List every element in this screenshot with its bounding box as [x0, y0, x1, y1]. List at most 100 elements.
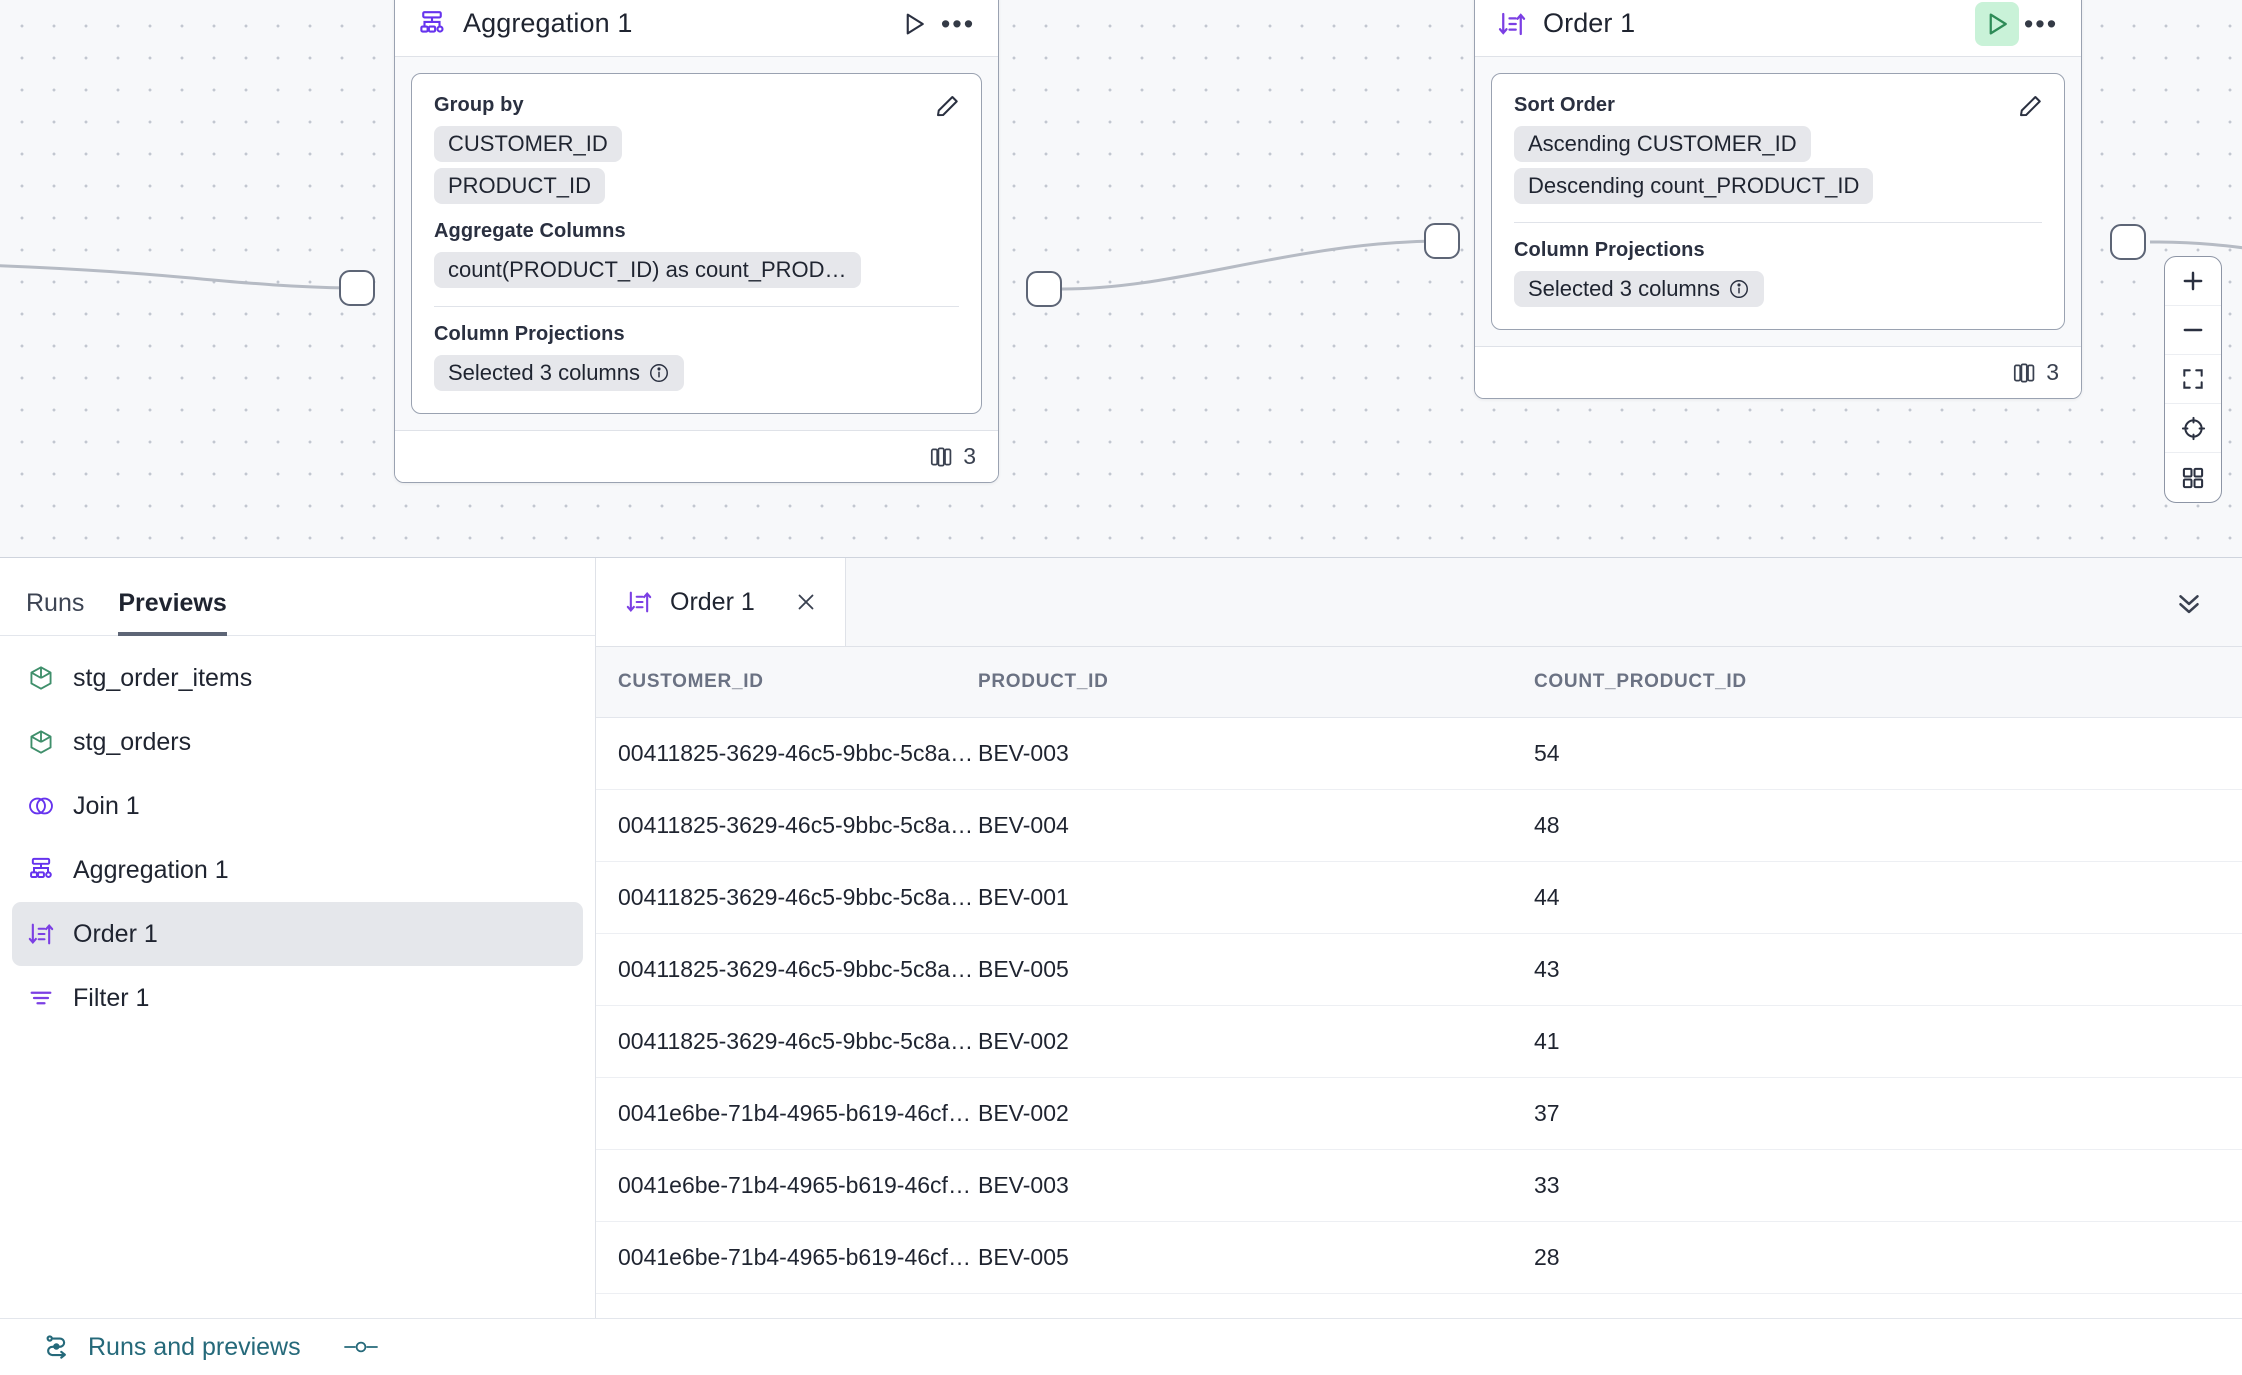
column-count: 3 — [2046, 359, 2059, 385]
node-aggregation-1[interactable]: Aggregation 1 ••• Group by — [394, 0, 999, 483]
prop-group-column-projections: Column Projections Selected 3 columns — [1514, 239, 2042, 307]
table-row[interactable]: 0041e6be-71b4-4965-b619-46cf532d9e7e BEV… — [596, 1293, 2242, 1318]
chip[interactable]: PRODUCT_ID — [434, 168, 606, 204]
previews-sidebar: Runs Previews stg_order_items — [0, 558, 596, 1318]
chip-row: Ascending CUSTOMER_ID Descending count_P… — [1514, 126, 2042, 204]
table-row[interactable]: 00411825-3629-46c5-9bbc-5c8a94e95005 BEV… — [596, 861, 2242, 934]
preview-content: Order 1 CUSTO — [596, 558, 2242, 1318]
sidebar-item-filter-1[interactable]: Filter 1 — [12, 966, 583, 1030]
sidebar-item-label: stg_orders — [73, 727, 192, 756]
close-icon[interactable] — [793, 589, 819, 615]
connector-port-aggregation-out[interactable] — [1026, 271, 1062, 307]
more-options-icon[interactable]: ••• — [940, 8, 976, 39]
preview-table-wrapper[interactable]: CUSTOMER_ID PRODUCT_ID COUNT_PRODUCT_ID … — [596, 647, 2242, 1318]
node-body: Sort Order Ascending CUSTOMER_ID Descend… — [1475, 57, 2081, 346]
table-row[interactable]: 0041e6be-71b4-4965-b619-46cf532d9e7e BEV… — [596, 1221, 2242, 1294]
table-row[interactable]: 00411825-3629-46c5-9bbc-5c8a94e95005 BEV… — [596, 789, 2242, 862]
cell-customer-id: 0041e6be-71b4-4965-b619-46cf532d9e7e — [596, 1221, 978, 1294]
divider — [434, 306, 959, 307]
prop-label: Column Projections — [434, 323, 625, 345]
sort-icon — [26, 919, 56, 949]
column-header-customer-id[interactable]: CUSTOMER_ID — [596, 647, 978, 718]
preview-tabbar: Order 1 — [596, 558, 2242, 647]
table-header: CUSTOMER_ID PRODUCT_ID COUNT_PRODUCT_ID — [596, 647, 2242, 718]
sidebar-item-label: Aggregation 1 — [73, 855, 229, 884]
node-footer: 3 — [1475, 346, 2081, 398]
table-row[interactable]: 0041e6be-71b4-4965-b619-46cf532d9e7e BEV… — [596, 1149, 2242, 1222]
grid-view-button[interactable] — [2165, 453, 2221, 502]
columns-icon — [2011, 360, 2037, 386]
chip-row: count(PRODUCT_ID) as count_PROD… — [434, 252, 959, 288]
chip[interactable]: Ascending CUSTOMER_ID — [1514, 126, 1811, 162]
aggregation-icon — [417, 9, 447, 39]
double-chevron-down-icon[interactable] — [2172, 585, 2206, 619]
preview-table: CUSTOMER_ID PRODUCT_ID COUNT_PRODUCT_ID … — [596, 647, 2242, 1318]
chip[interactable]: Descending count_PRODUCT_ID — [1514, 168, 1874, 204]
connector-port-order-in[interactable] — [1424, 223, 1460, 259]
cell-count-product-id: 43 — [1534, 933, 2242, 1006]
column-header-count-product-id[interactable]: COUNT_PRODUCT_ID — [1534, 647, 2242, 718]
runs-and-previews-button[interactable]: Runs and previews — [42, 1332, 301, 1362]
zoom-out-button[interactable] — [2165, 306, 2221, 355]
cell-product-id: BEV-001 — [978, 1293, 1534, 1318]
preview-tabbar-actions — [846, 558, 2242, 646]
sidebar-item-stg-order-items[interactable]: stg_order_items — [12, 646, 583, 710]
tab-previews[interactable]: Previews — [118, 589, 227, 636]
prop-label: Column Projections — [1514, 239, 1705, 261]
sidebar-item-aggregation-1[interactable]: Aggregation 1 — [12, 838, 583, 902]
node-title: Order 1 — [1543, 8, 1636, 38]
zoom-in-button[interactable] — [2165, 257, 2221, 306]
slider-icon[interactable] — [341, 1335, 381, 1359]
node-title: Aggregation 1 — [463, 8, 633, 38]
chip-row: Selected 3 columns — [1514, 271, 2042, 307]
center-view-button[interactable] — [2165, 404, 2221, 453]
table-row[interactable]: 00411825-3629-46c5-9bbc-5c8a94e95005 BEV… — [596, 717, 2242, 790]
table-row[interactable]: 0041e6be-71b4-4965-b619-46cf532d9e7e BEV… — [596, 1077, 2242, 1150]
columns-icon — [928, 444, 954, 470]
sidebar-item-join-1[interactable]: Join 1 — [12, 774, 583, 838]
info-icon[interactable] — [648, 362, 670, 384]
chip[interactable]: count(PRODUCT_ID) as count_PROD… — [434, 252, 861, 288]
preview-tab-order-1[interactable]: Order 1 — [596, 558, 846, 646]
connector-port-order-out[interactable] — [2110, 224, 2146, 260]
play-icon[interactable] — [892, 2, 936, 46]
chip[interactable]: Selected 3 columns — [434, 355, 684, 391]
column-header-product-id[interactable]: PRODUCT_ID — [978, 647, 1534, 718]
column-count: 3 — [963, 443, 976, 469]
pencil-icon[interactable] — [2016, 92, 2046, 127]
chip[interactable]: CUSTOMER_ID — [434, 126, 622, 162]
cell-product-id: BEV-004 — [978, 789, 1534, 862]
cell-count-product-id: 24 — [1534, 1293, 2242, 1318]
node-body: Group by CUSTOMER_ID PRODUCT_ID Aggregat… — [395, 57, 998, 430]
chip-row: CUSTOMER_ID PRODUCT_ID — [434, 126, 959, 204]
cell-count-product-id: 54 — [1534, 717, 2242, 790]
cell-product-id: BEV-005 — [978, 1221, 1534, 1294]
cell-count-product-id: 48 — [1534, 789, 2242, 862]
fit-to-screen-button[interactable] — [2165, 355, 2221, 404]
pencil-icon[interactable] — [933, 92, 963, 127]
table-row[interactable]: 00411825-3629-46c5-9bbc-5c8a94e95005 BEV… — [596, 933, 2242, 1006]
prop-group-group-by: Group by CUSTOMER_ID PRODUCT_ID — [434, 94, 959, 204]
previews-panel: Runs Previews stg_order_items — [0, 557, 2242, 1318]
sort-icon — [1497, 9, 1527, 39]
chip[interactable]: Selected 3 columns — [1514, 271, 1764, 307]
sidebar-item-label: Order 1 — [73, 919, 158, 948]
cell-customer-id: 00411825-3629-46c5-9bbc-5c8a94e95005 — [596, 861, 978, 934]
filter-icon — [26, 983, 56, 1013]
cell-count-product-id: 44 — [1534, 861, 2242, 934]
info-icon[interactable] — [1728, 278, 1750, 300]
play-icon[interactable] — [1975, 1, 2019, 46]
node-header: Aggregation 1 ••• — [395, 0, 998, 57]
cell-count-product-id: 37 — [1534, 1077, 2242, 1150]
table-body: 00411825-3629-46c5-9bbc-5c8a94e95005 BEV… — [596, 717, 2242, 1318]
canvas-zoom-controls[interactable] — [2164, 256, 2222, 503]
sidebar-item-stg-orders[interactable]: stg_orders — [12, 710, 583, 774]
sidebar-item-order-1[interactable]: Order 1 — [12, 902, 583, 966]
tab-runs[interactable]: Runs — [26, 589, 85, 617]
connector-port-aggregation-in[interactable] — [339, 270, 375, 306]
pipeline-canvas[interactable]: Aggregation 1 ••• Group by — [0, 0, 2242, 557]
cell-customer-id: 00411825-3629-46c5-9bbc-5c8a94e95005 — [596, 933, 978, 1006]
table-row[interactable]: 00411825-3629-46c5-9bbc-5c8a94e95005 BEV… — [596, 1005, 2242, 1078]
more-options-icon[interactable]: ••• — [2023, 8, 2059, 39]
node-order-1[interactable]: Order 1 ••• Sort Order — [1474, 0, 2082, 399]
